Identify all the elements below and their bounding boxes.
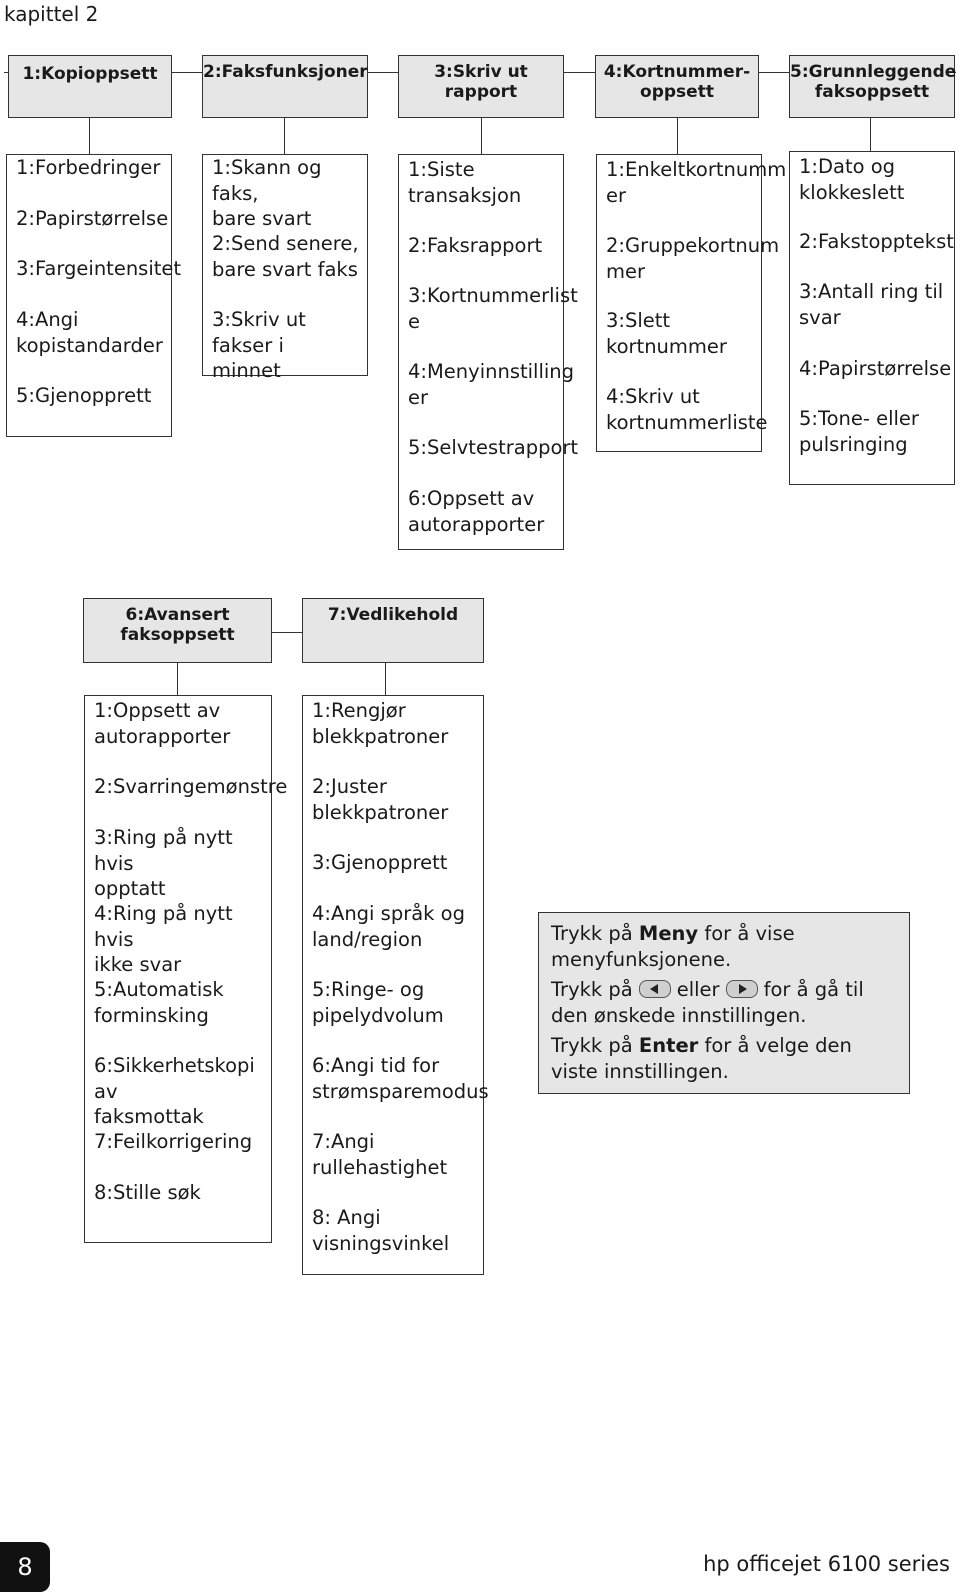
menu-item: 1:Rengjør blekkpatroner	[312, 699, 449, 748]
menu-item: 7:Feilkorrigering	[94, 1130, 253, 1153]
menu-item: 3:Kortnummerlist e	[408, 284, 578, 333]
menu-item: 5:Selvtestrapport	[408, 436, 579, 459]
menu-header-avansert-faksoppsett: 6:Avansert faksoppsett	[83, 598, 272, 663]
right-arrow-button-icon	[725, 980, 758, 998]
menu-connector	[677, 118, 678, 154]
menu-item: 4:Ring på nytt hvis ikke svar	[94, 902, 233, 976]
menu-box-vedlikehold: 1:Rengjør blekkpatroner 2:Juster blekkpa…	[302, 695, 489, 1275]
menu-header-skriv-ut-rapport: 3:Skriv ut rapport	[398, 55, 564, 118]
menu-item: 2:Svarringemønstre	[94, 775, 288, 798]
instructions-note: Trykk på Meny for å vise menyfunksjonene…	[538, 912, 910, 1094]
menu-item: 3:Slett kortnummer	[606, 309, 727, 358]
menu-header-kopioppsett: 1:Kopioppsett	[8, 55, 172, 118]
menu-item: 2:Fakstopptekst	[799, 230, 954, 253]
menu-box-skriv-ut-rapport: 1:Siste transaksjon 2:Faksrapport 3:Kort…	[398, 154, 579, 550]
chapter-label: kapittel 2	[4, 2, 99, 26]
menu-box-faksfunksjoner: 1:Skann og faks, bare svart 2:Send sener…	[202, 154, 368, 382]
menu-connector	[284, 118, 285, 154]
menu-item: 2:Gruppekortnum mer	[606, 234, 780, 283]
menu-connector	[870, 118, 871, 151]
menu-item: 2:Papirstørrelse	[16, 207, 169, 230]
instruction-line-1: Trykk på Meny for å vise menyfunksjonene…	[551, 921, 897, 973]
menu-item: 1:Dato og klokkeslett	[799, 155, 905, 204]
menu-item: 5:Ringe- og pipelydvolum	[312, 978, 444, 1027]
menu-connector	[177, 663, 178, 695]
product-name: hp officejet 6100 series	[703, 1552, 950, 1576]
menu-item: 1:Forbedringer	[16, 156, 161, 179]
menu-item: 3:Gjenopprett	[312, 851, 448, 874]
lower-connector-line	[272, 632, 302, 633]
enter-key-label: Enter	[638, 1034, 699, 1057]
menu-connector	[385, 663, 386, 695]
menu-item: 2:Juster blekkpatroner	[312, 775, 449, 824]
instruction-text: for å vise menyfunksjonene.	[551, 922, 795, 971]
menu-box-kopioppsett: 1:Forbedringer 2:Papirstørrelse 3:Fargei…	[6, 154, 182, 437]
menu-item: 7:Angi rullehastighet	[312, 1130, 448, 1179]
menu-item: 8:Stille søk	[94, 1181, 201, 1204]
left-arrow-button-icon	[638, 980, 671, 998]
menu-header-grunnleggende-faksoppsett: 5:Grunnleggende faksoppsett	[789, 55, 956, 118]
menu-item: 1:Skann og faks, bare svart	[212, 156, 322, 230]
menu-item: 2:Send senere, bare svart faks	[212, 232, 359, 281]
menu-key-label: Meny	[638, 922, 699, 945]
menu-item: 1:Enkeltkortnumm er	[606, 158, 787, 207]
menu-box-grunnleggende-faksoppsett: 1:Dato og klokkeslett 2:Fakstopptekst 3:…	[789, 151, 955, 485]
menu-connector	[89, 118, 90, 154]
menu-connector	[481, 118, 482, 154]
menu-item: 2:Faksrapport	[408, 234, 543, 257]
menu-header-vedlikehold: 7:Vedlikehold	[302, 598, 484, 663]
menu-item: 8: Angi visningsvinkel	[312, 1206, 450, 1255]
instruction-text: Trykk på	[551, 978, 633, 1001]
menu-item: 3:Fargeintensitet	[16, 257, 182, 280]
page-number: 8	[0, 1542, 50, 1592]
menu-item: 5:Tone- eller pulsringing	[799, 407, 919, 456]
menu-item: 4:Papirstørrelse	[799, 357, 952, 380]
menu-item: 4:Menyinnstilling er	[408, 360, 575, 409]
instruction-text: Trykk på	[551, 922, 639, 945]
menu-item: 5:Automatisk forminsking	[94, 978, 224, 1027]
instruction-text: for å velge den viste innstillingen.	[551, 1034, 852, 1083]
menu-item: 6:Angi tid for strømsparemodus	[312, 1054, 489, 1103]
instruction-text: for å gå til den ønskede innstillingen.	[551, 978, 864, 1027]
menu-box-kortnummer-oppsett: 1:Enkeltkortnumm er 2:Gruppekortnum mer …	[596, 154, 787, 452]
menu-item: 3:Ring på nytt hvis opptatt	[94, 826, 233, 900]
instruction-line-3: Trykk på Enter for å velge den viste inn…	[551, 1033, 897, 1085]
menu-item: 1:Siste transaksjon	[408, 158, 522, 207]
menu-item: 4:Skriv ut kortnummerliste	[606, 385, 768, 434]
menu-item: 6:Oppsett av autorapporter	[408, 487, 545, 536]
menu-item: 4:Angi kopistandarder	[16, 308, 163, 357]
instruction-text: Trykk på	[551, 1034, 639, 1057]
menu-item: 1:Oppsett av autorapporter	[94, 699, 231, 748]
menu-item: 6:Sikkerhetskopi av faksmottak	[94, 1054, 255, 1128]
menu-box-avansert-faksoppsett: 1:Oppsett av autorapporter 2:Svarringemø…	[84, 695, 288, 1243]
menu-item: 5:Gjenopprett	[16, 384, 152, 407]
menu-item: 4:Angi språk og land/region	[312, 902, 465, 951]
menu-item: 3:Skriv ut fakser i minnet	[212, 308, 306, 382]
instruction-text: eller	[676, 978, 720, 1001]
menu-item: 3:Antall ring til svar	[799, 280, 944, 329]
menu-header-kortnummer-oppsett: 4:Kortnummer- oppsett	[595, 55, 759, 118]
menu-header-faksfunksjoner: 2:Faksfunksjoner	[202, 55, 368, 118]
